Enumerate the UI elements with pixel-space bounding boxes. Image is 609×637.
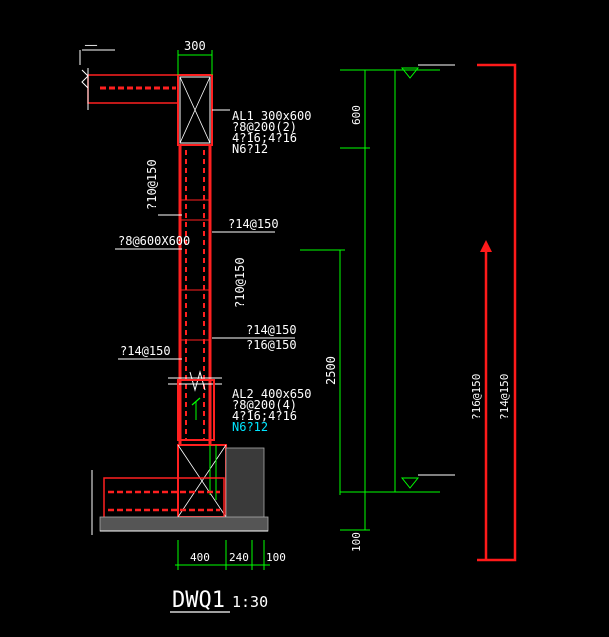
al2-line1: AL2 400x650: [232, 387, 311, 401]
dim-top-300-label: 300: [184, 39, 206, 53]
wall-outline: [178, 145, 212, 445]
al1-line2: ?8@200(2): [232, 120, 297, 134]
rebar-10-150-left: ?10@150: [145, 159, 159, 210]
red-brackets: [477, 63, 517, 562]
al1-line4: N6?12: [232, 142, 268, 156]
dim-top-300: [177, 50, 213, 75]
red-bracket-label-14: ?14@150: [498, 374, 511, 420]
drawing-scale: 1:30: [232, 593, 268, 611]
footing: [91, 444, 269, 535]
al2-line4: N6?12: [232, 420, 268, 434]
al1-line1: AL1 300x600: [232, 109, 311, 123]
beam-al2-outline: [177, 379, 215, 441]
beam-al1-outline: [177, 74, 213, 146]
dim-600: 600: [350, 105, 363, 125]
rebar-10-150-right: ?10@150: [233, 257, 247, 308]
rebar-8-600: ?8@600X600: [118, 234, 190, 248]
rebar-16-150: ?16@150: [246, 338, 297, 352]
red-bracket-label-16: ?16@150: [470, 374, 483, 420]
dim-100: 100: [350, 532, 363, 552]
slab-label-small: ━━━━: [84, 43, 98, 49]
drawing-title: DWQ1: [172, 588, 225, 613]
rebar-14-150-mid: ?14@150: [246, 323, 297, 337]
dim-bottom-100: 100: [266, 551, 286, 564]
dim-bottom: [175, 540, 270, 570]
al1-line3: 4?16;4?16: [232, 131, 297, 145]
al2-line2: ?8@200(4): [232, 398, 297, 412]
top-slab: [79, 49, 179, 110]
al2-line3: 4?16;4?16: [232, 409, 297, 423]
dim-bottom-240: 240: [229, 551, 249, 564]
rebar-14-150-top: ?14@150: [228, 217, 279, 231]
dim-2500: 2500: [324, 356, 338, 385]
dim-bottom-400: 400: [190, 551, 210, 564]
rebar-14-150-left: ?14@150: [120, 344, 171, 358]
dim-vertical-chains: [300, 64, 455, 531]
